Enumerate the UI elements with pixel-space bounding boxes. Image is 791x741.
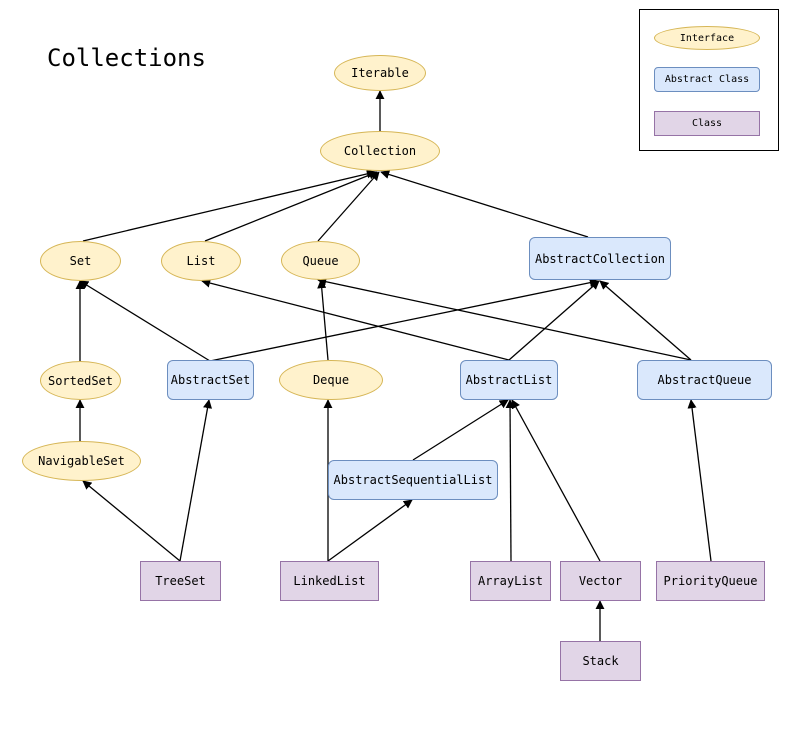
edge-set-to-collection	[82, 169, 376, 242]
node-abstract-sequential-list: AbstractSequentialList	[328, 460, 498, 500]
node-list: List	[161, 241, 241, 281]
edge-abstract-set-to-set	[79, 280, 211, 362]
edge-abstract-sequential-list-to-abstract-list	[412, 399, 509, 461]
edge-abstract-queue-to-abstract-collection	[599, 280, 692, 361]
node-iterable: Iterable	[334, 55, 426, 91]
diagram-title: Collections	[47, 44, 206, 72]
node-abstract-list: AbstractList	[460, 360, 558, 400]
node-array-list: ArrayList	[470, 561, 551, 601]
node-priority-queue: PriorityQueue	[656, 561, 765, 601]
legend-abstract-class: Abstract Class	[654, 67, 760, 92]
node-vector: Vector	[560, 561, 641, 601]
edge-abstract-queue-to-queue	[317, 277, 692, 361]
node-stack: Stack	[560, 641, 641, 681]
edge-array-list-to-abstract-list	[505, 399, 515, 562]
edge-tree-set-to-navigable-set	[82, 480, 181, 562]
edge-deque-to-queue	[317, 279, 329, 361]
node-abstract-set: AbstractSet	[167, 360, 254, 400]
node-navigable-set: NavigableSet	[22, 441, 141, 481]
edge-tree-set-to-abstract-set	[179, 399, 213, 562]
edge-abstract-collection-to-collection	[380, 170, 589, 238]
edge-abstract-list-to-abstract-collection	[508, 280, 600, 361]
edge-queue-to-collection	[317, 171, 380, 242]
node-queue: Queue	[281, 241, 360, 280]
node-sorted-set: SortedSet	[40, 361, 121, 400]
edge-abstract-set-to-abstract-collection	[209, 278, 599, 362]
edge-linked-list-to-abstract-sequential-list	[327, 499, 413, 562]
node-linked-list: LinkedList	[280, 561, 379, 601]
node-deque: Deque	[279, 360, 383, 400]
legend-interface: Interface	[654, 26, 760, 50]
edge-list-to-collection	[204, 170, 378, 242]
edge-abstract-list-to-list	[201, 278, 510, 361]
node-tree-set: TreeSet	[140, 561, 221, 601]
node-abstract-collection: AbstractCollection	[529, 237, 671, 280]
node-abstract-queue: AbstractQueue	[637, 360, 772, 400]
node-set: Set	[40, 241, 121, 281]
node-collection: Collection	[320, 131, 440, 171]
edge-vector-to-abstract-list	[511, 399, 601, 562]
legend-class: Class	[654, 111, 760, 136]
edge-priority-queue-to-abstract-queue	[687, 399, 712, 562]
